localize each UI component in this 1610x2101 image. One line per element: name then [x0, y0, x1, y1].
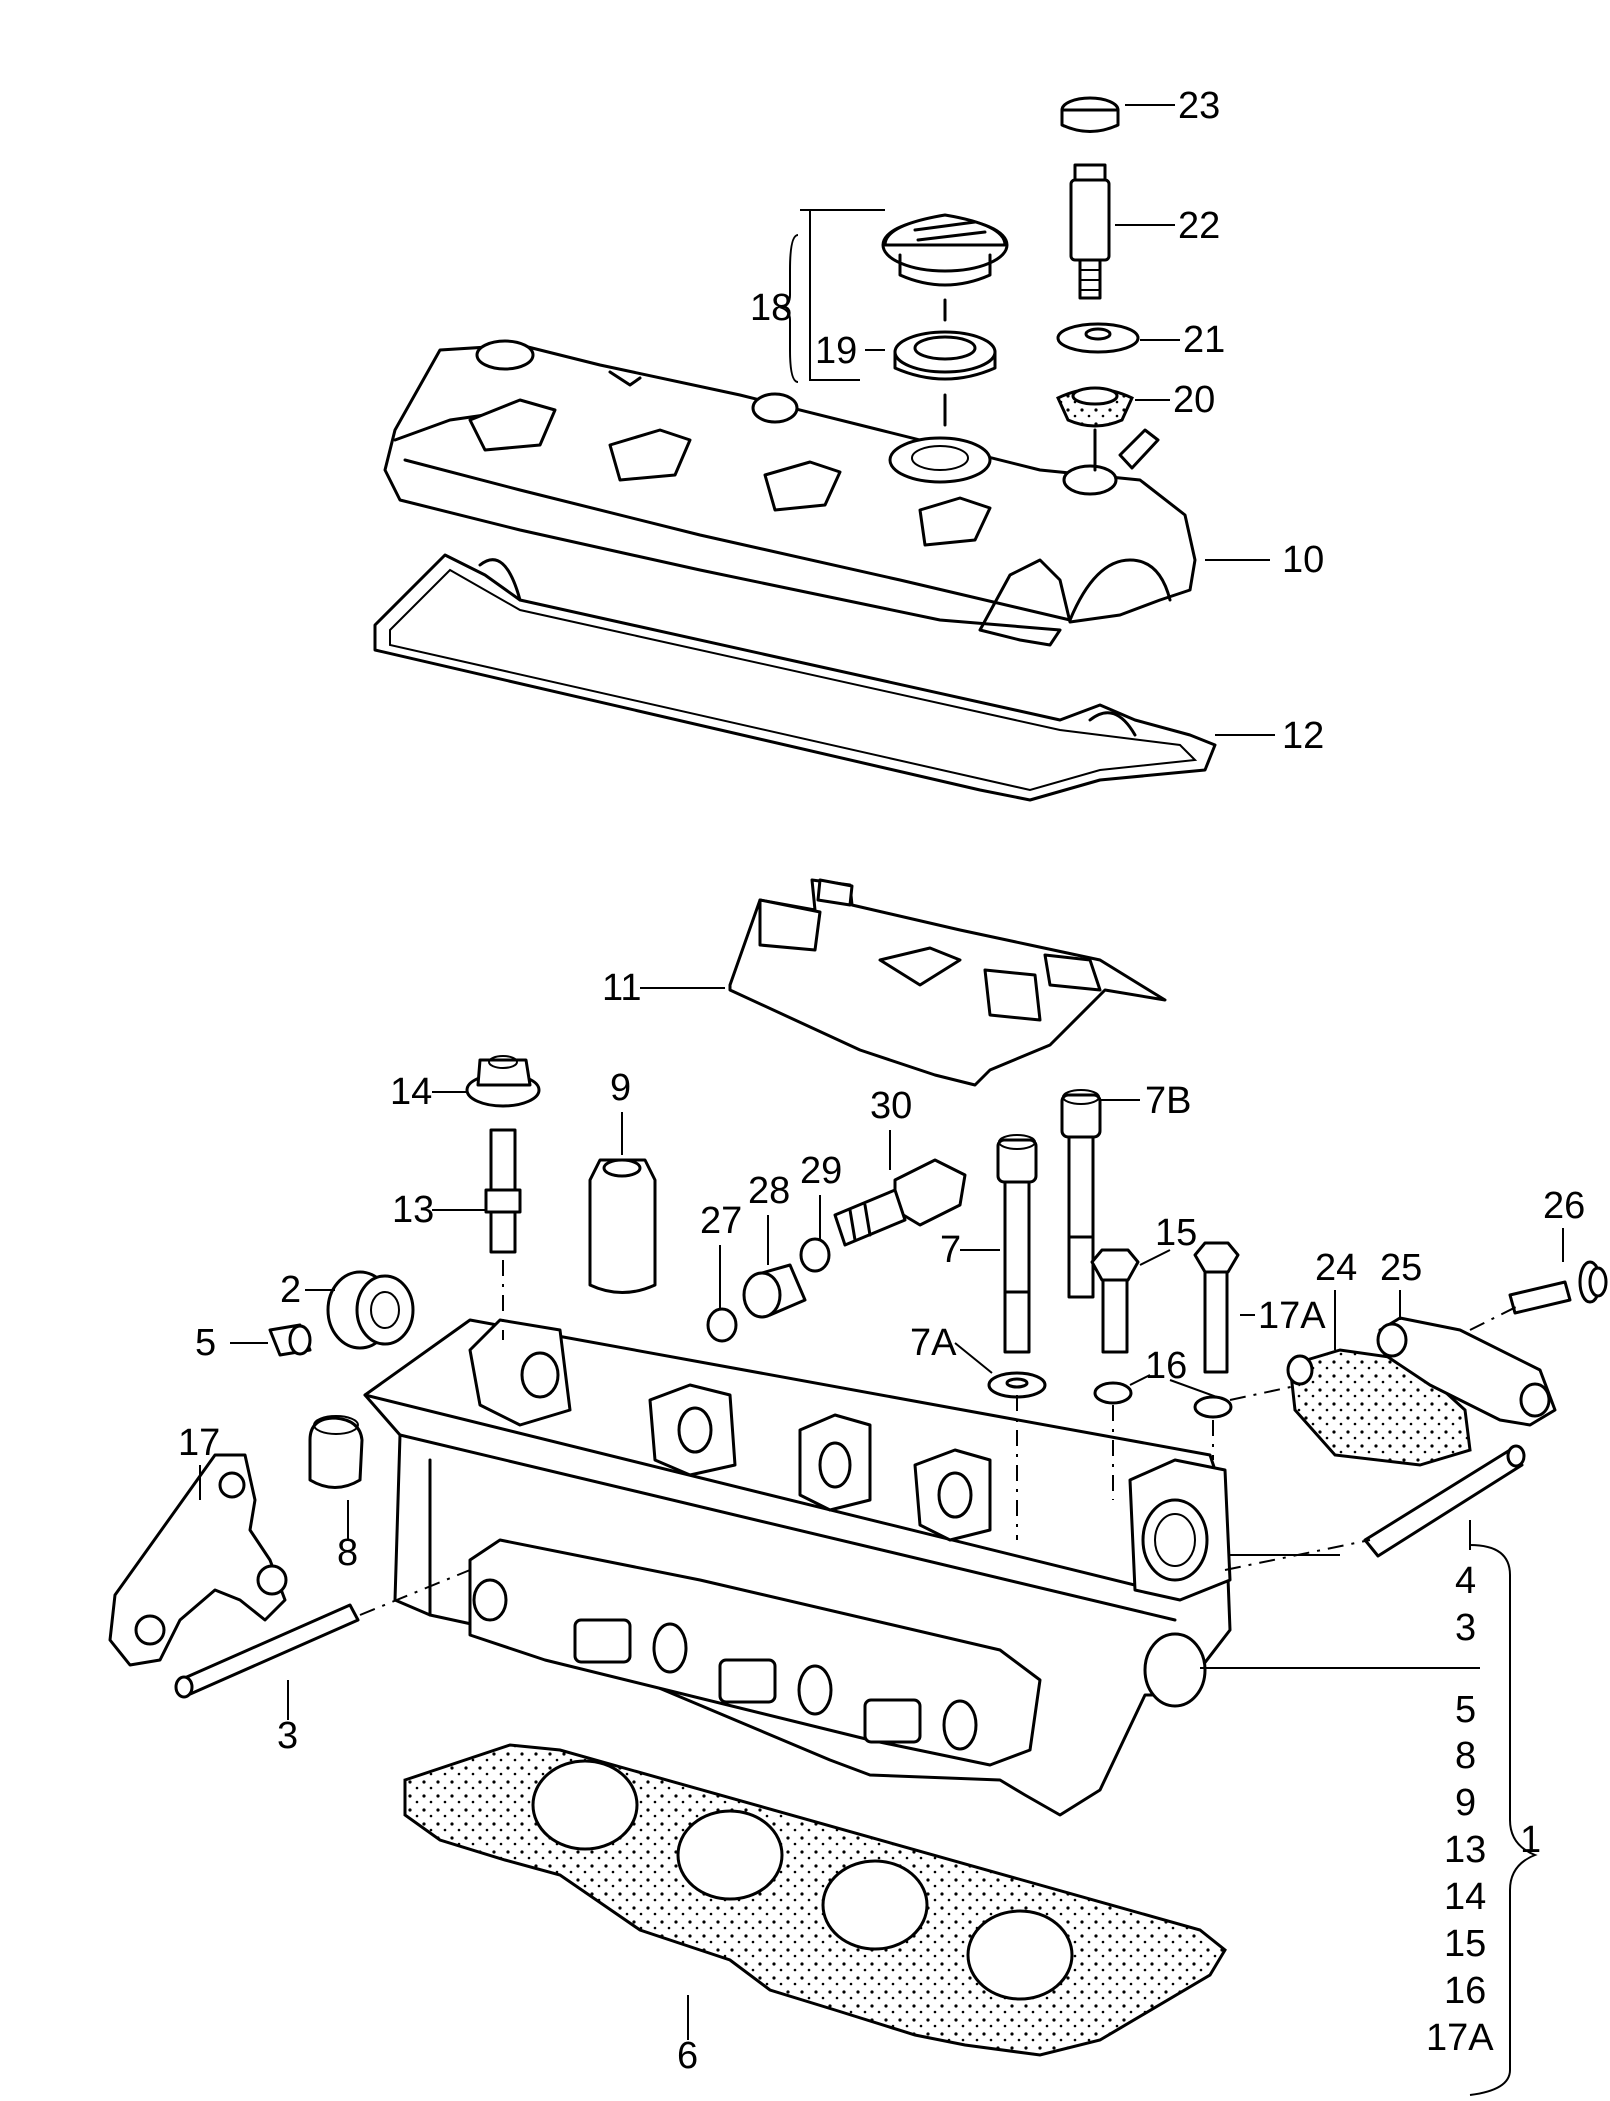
kit-item-2: 3 [1455, 1607, 1476, 1649]
callout-18: 18 [750, 287, 792, 329]
callout-2: 2 [280, 1269, 301, 1311]
kit-item-1: 4 [1455, 1560, 1476, 1602]
callout-5: 5 [195, 1322, 216, 1364]
callout-7B: 7B [1145, 1080, 1191, 1122]
callout-24: 24 [1315, 1247, 1357, 1289]
callout-17: 17 [178, 1422, 220, 1464]
bolt-26 [1508, 1260, 1608, 1315]
kit-item-7: 14 [1444, 1876, 1486, 1918]
callout-20: 20 [1173, 379, 1215, 421]
callout-28: 28 [748, 1170, 790, 1212]
dowel-sleeve-5 [268, 1323, 312, 1357]
callout-7A: 7A [910, 1322, 957, 1364]
cover-cap-23 [1060, 96, 1120, 133]
washer-27 [706, 1307, 738, 1343]
callout-27: 27 [700, 1200, 742, 1242]
callout-16: 16 [1145, 1345, 1187, 1387]
hydraulic-lifter-9 [588, 1158, 657, 1294]
kit-item-3: 5 [1455, 1689, 1476, 1731]
callout-6: 6 [677, 2035, 698, 2077]
callout-12: 12 [1282, 715, 1324, 757]
callout-13: 13 [392, 1189, 434, 1231]
callout-21: 21 [1183, 319, 1225, 361]
callout-3: 3 [277, 1715, 298, 1757]
callout-8: 8 [337, 1532, 358, 1574]
callout-26: 26 [1543, 1185, 1585, 1227]
cylinder-head [363, 1318, 1232, 1817]
plug-8 [308, 1415, 364, 1489]
callout-7: 7 [940, 1229, 961, 1271]
callout-25: 25 [1380, 1247, 1422, 1289]
callout-29: 29 [800, 1150, 842, 1192]
callout-11: 11 [602, 967, 641, 1009]
brace-18 [779, 234, 799, 383]
callout-23: 23 [1178, 85, 1220, 127]
flange-25 [1376, 1316, 1557, 1427]
cover-bolt-22 [1069, 163, 1111, 300]
callout-19: 19 [815, 330, 857, 372]
valve-cover-gasket [373, 553, 1217, 802]
callout-10: 10 [1282, 539, 1324, 581]
callout-14: 14 [390, 1071, 432, 1113]
kit-item-10: 17A [1426, 2017, 1494, 2059]
bearing-2 [326, 1270, 415, 1350]
valve-cover [383, 339, 1197, 647]
bolt-17A [1193, 1241, 1240, 1374]
kit-item-5: 9 [1455, 1782, 1476, 1824]
bolt-15 [1090, 1248, 1140, 1354]
washer-21 [1056, 322, 1140, 354]
washer-7A [987, 1371, 1047, 1399]
grommet-20 [1056, 386, 1134, 428]
kit-item-6: 13 [1444, 1829, 1486, 1871]
bolt-7 [996, 1134, 1038, 1354]
washer-29 [799, 1237, 831, 1273]
callout-30: 30 [870, 1085, 912, 1127]
leader-lines [199, 104, 1564, 2096]
kit-item-4: 8 [1455, 1735, 1476, 1777]
stud-13 [484, 1128, 522, 1254]
callout-22: 22 [1178, 205, 1220, 247]
plug-28 [742, 1263, 807, 1319]
callout-15: 15 [1155, 1212, 1197, 1254]
filler-cap-seal [893, 330, 997, 381]
kit-item-9: 16 [1444, 1970, 1486, 2012]
callout-1: 1 [1520, 1819, 1541, 1861]
stud-3 [174, 1603, 360, 1699]
washer-16 [1093, 1381, 1233, 1419]
oil-filler-cap [881, 213, 1009, 287]
baffle-plate [728, 878, 1167, 1087]
sender-30 [833, 1158, 967, 1247]
callout-9: 9 [610, 1067, 631, 1109]
bracket-17 [108, 1453, 288, 1667]
callout-17A: 17A [1258, 1295, 1326, 1337]
bolt-7B [1060, 1089, 1102, 1299]
stud-4 [1363, 1444, 1526, 1558]
head-gasket [403, 1743, 1227, 2057]
kit-item-8: 15 [1444, 1923, 1486, 1965]
nut-14 [465, 1055, 541, 1108]
